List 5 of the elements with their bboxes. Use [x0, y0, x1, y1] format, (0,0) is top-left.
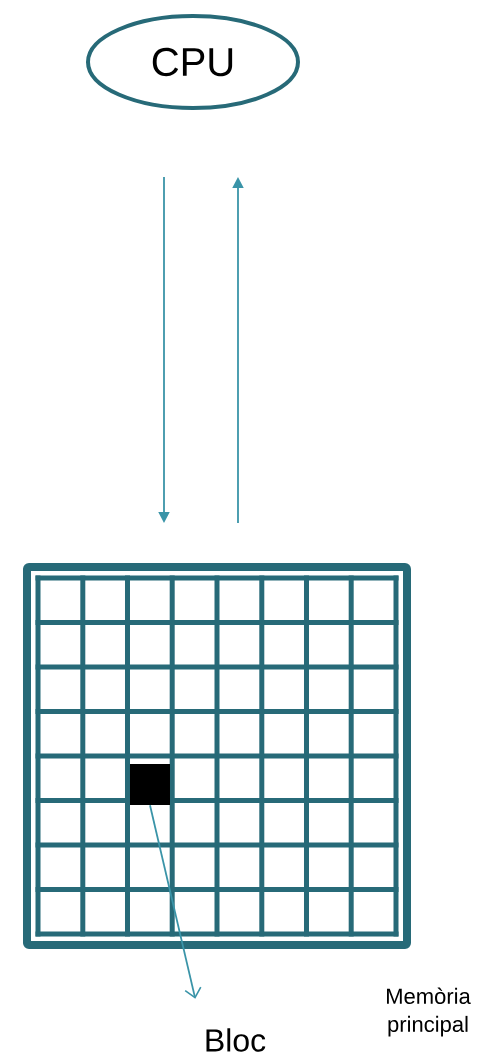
block-label: Bloc: [206, 1028, 266, 1052]
memory-caption: Memòria principal: [387, 987, 471, 1037]
memory-grid: [23, 563, 411, 949]
memory-block: [130, 764, 170, 805]
arrow: [149, 804, 202, 999]
